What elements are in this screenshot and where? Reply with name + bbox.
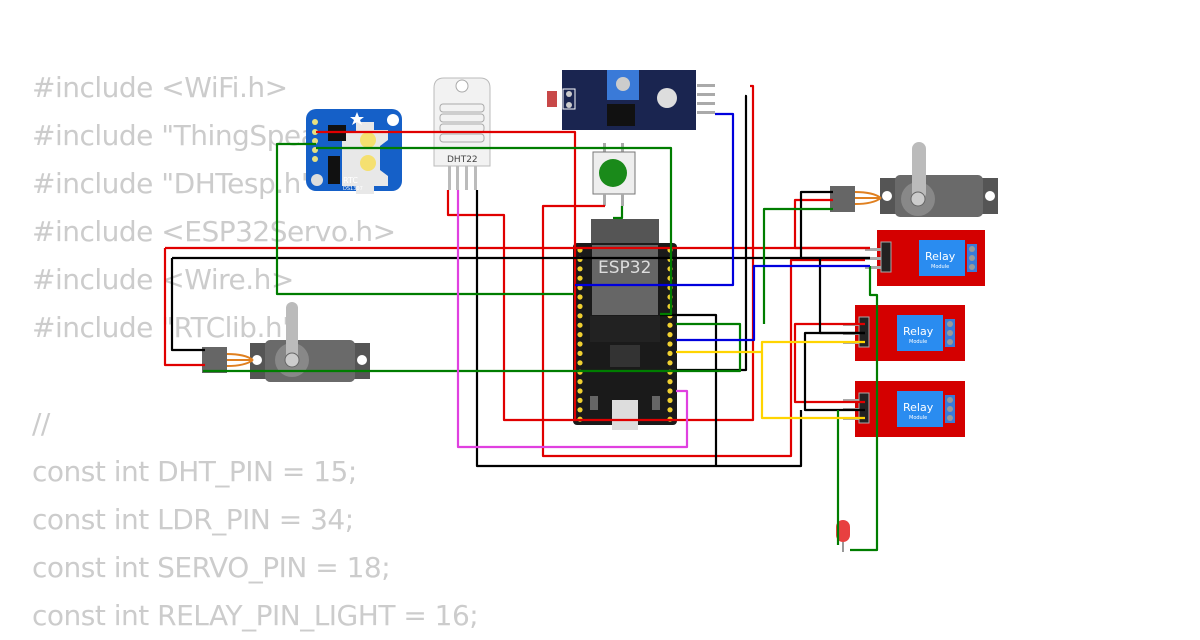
esp32-pin[interactable] [667,322,673,328]
esp32-pin[interactable] [577,275,583,281]
wire-green [316,146,673,316]
esp32-pin[interactable] [667,341,673,347]
esp32-pin[interactable] [577,379,583,385]
code-line: #include <Wire.h> [32,263,294,296]
esp32-pin[interactable] [577,341,583,347]
esp32-pin[interactable] [667,332,673,338]
push-button[interactable] [592,143,636,206]
wire-black [676,94,748,372]
code-line: const int RELAY_PIN_LIGHT = 16; [32,599,479,632]
esp32-pin[interactable] [577,397,583,403]
code-line: #include <WiFi.h> [32,71,288,104]
esp32-pin[interactable] [667,360,673,366]
esp32-pin[interactable] [577,407,583,413]
rtc-module[interactable]: RTC DS1307 [306,109,402,194]
wire-green [762,207,833,324]
esp32-pin[interactable] [667,388,673,394]
wire-red [793,322,865,404]
relay-label: Relay [903,325,934,338]
rtc-sublabel: DS1307 [343,186,363,192]
wire-red [163,246,870,367]
code-line: const int LDR_PIN = 34; [32,503,354,536]
esp32-board[interactable]: ESP32 [573,219,677,430]
esp32-pin[interactable] [577,285,583,291]
wire-magenta [456,190,689,449]
wire-yellow [676,340,865,354]
relay-label: Relay [925,250,956,263]
code-line: const int DHT_PIN = 15; [32,455,357,488]
boot-button[interactable] [652,396,660,410]
esp32-pin[interactable] [667,350,673,356]
wire-blue [676,264,870,342]
wire-green [850,266,879,552]
code-line: // [32,407,50,440]
wire-black [799,190,870,260]
wire-red [676,84,755,422]
esp32-pin[interactable] [577,332,583,338]
red-led[interactable] [836,520,850,552]
wire-green [613,206,624,220]
code-line: const int SERVO_PIN = 18; [32,551,391,584]
esp32-pin[interactable] [577,360,583,366]
esp32-pin[interactable] [577,313,583,319]
wire-blue [575,112,735,287]
wire-black [170,256,870,352]
wire-red [793,198,870,250]
en-button[interactable] [590,396,598,410]
esp32-pins [577,247,673,422]
relay-module-3[interactable]: Relay Module [843,381,965,437]
code-line: #include <ESP32Servo.h> [32,215,396,248]
esp32-pin[interactable] [577,388,583,394]
code-line: #include "DHTesp.h" [32,167,314,200]
esp32-pin[interactable] [667,379,673,385]
wire-green [275,142,574,296]
relay-sublabel: Module [909,339,927,345]
esp32-pin[interactable] [577,303,583,309]
relay-sublabel: Module [931,264,949,270]
relay-module-1[interactable]: Relay Module [865,230,985,286]
esp32-pin[interactable] [577,322,583,328]
wire-green [203,322,742,373]
code-line: #include "RTClib.h" [32,311,295,344]
wire-black [803,331,865,412]
esp32-pin[interactable] [577,266,583,272]
rtc-label: RTC [343,176,358,185]
wire-black [716,410,803,468]
esp32-pin[interactable] [667,407,673,413]
wire-yellow [760,352,865,420]
servo-right[interactable] [830,142,998,217]
esp32-pin[interactable] [667,397,673,403]
ldr-module[interactable] [547,70,715,130]
esp32-pin[interactable] [577,294,583,300]
wire-red [446,190,575,422]
wires [163,84,879,552]
dht22-label: DHT22 [447,155,478,165]
photoresistor [547,91,557,107]
relay-sublabel: Module [909,415,927,421]
wire-red [541,204,865,458]
star-icon [350,112,364,125]
esp32-pin[interactable] [577,350,583,356]
dht22-sensor[interactable]: DHT22 [433,77,491,190]
wire-red [316,130,676,422]
esp32-label: ESP32 [598,258,651,278]
usb-port [612,400,638,430]
relay-label: Relay [903,401,934,414]
